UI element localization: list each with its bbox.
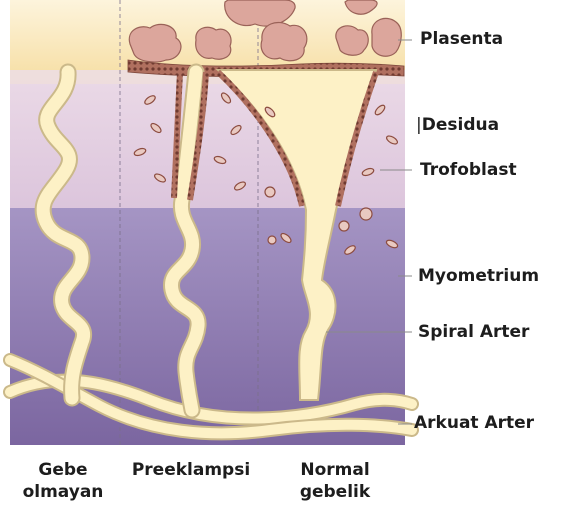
trophoblast-cell bbox=[339, 221, 349, 231]
label-arkuat-arter: Arkuat Arter bbox=[414, 413, 534, 433]
normal-line2: gebelik bbox=[280, 481, 390, 503]
villus bbox=[372, 18, 401, 56]
normal-line1: Normal bbox=[280, 459, 390, 481]
preeklampsi-text: Preeklampsi bbox=[118, 459, 264, 481]
gebe-line1: Gebe bbox=[8, 459, 118, 481]
trophoblast-cell bbox=[360, 208, 372, 220]
label-desidua: |Desidua bbox=[416, 115, 499, 135]
trophoblast-cell bbox=[268, 236, 276, 244]
label-myometrium: Myometrium bbox=[418, 266, 539, 286]
villus bbox=[261, 22, 307, 60]
gebe-line2: olmayan bbox=[8, 481, 118, 503]
villus bbox=[336, 26, 368, 55]
villus bbox=[196, 27, 231, 59]
column-label-gebe-olmayan: Gebe olmayan bbox=[8, 459, 118, 503]
villus bbox=[129, 24, 181, 62]
trophoblast-cell bbox=[265, 187, 275, 197]
label-spiral-arter: Spiral Arter bbox=[418, 322, 529, 342]
label-plasenta: Plasenta bbox=[420, 29, 503, 49]
column-label-preeklampsi: Preeklampsi bbox=[118, 459, 264, 481]
column-label-normal-gebelik: Normal gebelik bbox=[280, 459, 390, 503]
label-trofoblast: Trofoblast bbox=[420, 160, 517, 180]
desidua-text: Desidua bbox=[422, 115, 499, 135]
